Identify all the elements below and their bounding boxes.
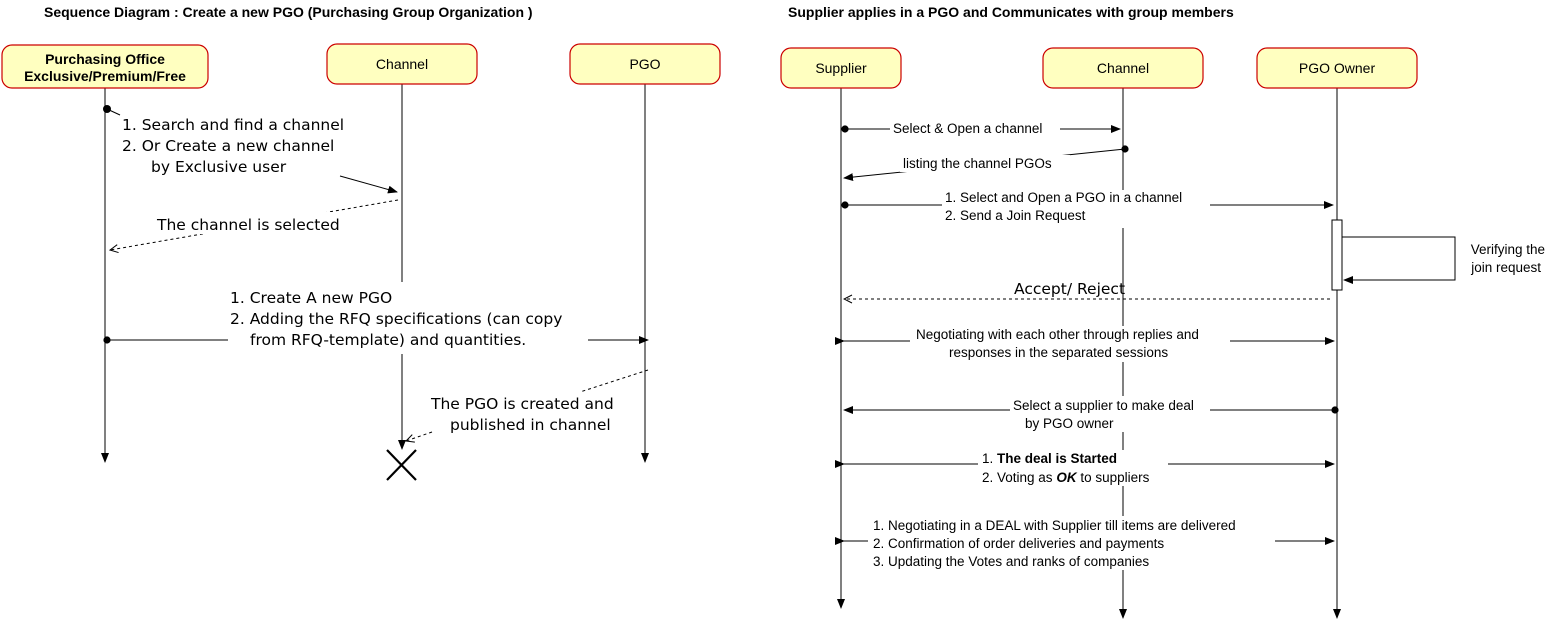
actor-owner-label: PGO Owner bbox=[1299, 60, 1376, 76]
message-final-line2: 2. Confirmation of order deliveries and … bbox=[873, 536, 1164, 551]
message-search-line3: by Exclusive user bbox=[151, 158, 287, 176]
message-select-supplier: Select a supplier to make deal by PGO ow… bbox=[843, 396, 1339, 432]
message-verify-line1: Verifying the bbox=[1471, 242, 1545, 257]
message-vote-suffix: to suppliers bbox=[1077, 470, 1150, 485]
message-create-line1: 1. Create A new PGO bbox=[230, 289, 392, 307]
actor-purchasing-office: Purchasing Office Exclusive/Premium/Free bbox=[1, 44, 209, 89]
actor-channel-left-label: Channel bbox=[376, 56, 428, 72]
owner-activation-bar bbox=[1331, 219, 1343, 291]
right-diagram: Supplier applies in a PGO and Communicat… bbox=[780, 4, 1552, 619]
actor-office-label-line1: Purchasing Office bbox=[45, 51, 165, 67]
right-diagram-title: Supplier applies in a PGO and Communicat… bbox=[788, 4, 1234, 20]
message-vote-ok: OK bbox=[1056, 470, 1078, 485]
message-selected-label: The channel is selected bbox=[156, 216, 340, 234]
message-create-pgo: 1. Create A new PGO 2. Adding the RFQ sp… bbox=[103, 282, 649, 354]
message-created-line2: published in channel bbox=[450, 416, 611, 434]
message-verify-line2: join request bbox=[1470, 260, 1541, 275]
message-search-line2: 2. Or Create a new channel bbox=[122, 137, 334, 155]
message-final-deal: 1. Negotiating in a DEAL with Supplier t… bbox=[835, 516, 1335, 570]
actor-channel-left: Channel bbox=[326, 43, 478, 85]
message-join-line1: 1. Select and Open a PGO in a channel bbox=[945, 190, 1182, 205]
message-join-request: 1. Select and Open a PGO in a channel 2.… bbox=[841, 190, 1334, 228]
actor-supplier-label: Supplier bbox=[815, 60, 867, 76]
message-deal-line1: 1. The deal is Started bbox=[982, 451, 1117, 466]
message-listing-pgos: listing the channel PGOs bbox=[843, 145, 1129, 182]
message-vote-line: 2. Voting as OK to suppliers bbox=[982, 470, 1150, 485]
message-created-line1: The PGO is created and bbox=[430, 395, 614, 413]
message-deal-bold: The deal is Started bbox=[997, 451, 1117, 466]
message-create-line3: from RFQ-template) and quantities. bbox=[250, 331, 526, 349]
actor-pgo: PGO bbox=[569, 43, 721, 85]
actor-pgo-owner: PGO Owner bbox=[1256, 47, 1418, 89]
message-join-line2: 2. Send a Join Request bbox=[945, 208, 1086, 223]
message-listing-label: listing the channel PGOs bbox=[903, 156, 1052, 171]
actor-channel-right: Channel bbox=[1042, 47, 1204, 89]
message-accept-reject: Accept/ Reject bbox=[844, 280, 1330, 299]
message-final-line1: 1. Negotiating in a DEAL with Supplier t… bbox=[873, 518, 1236, 533]
message-verify-request: Verifying the join request bbox=[1342, 236, 1552, 284]
message-accept-label: Accept/ Reject bbox=[1014, 280, 1125, 298]
message-select-line2: by PGO owner bbox=[1025, 416, 1114, 431]
message-deal-prefix: 1. bbox=[982, 451, 997, 466]
actor-channel-right-label: Channel bbox=[1097, 60, 1149, 76]
message-search-channel: 1. Search and find a channel 2. Or Creat… bbox=[103, 105, 398, 194]
message-open-channel-label: Select & Open a channel bbox=[893, 121, 1042, 136]
message-channel-selected: The channel is selected bbox=[110, 199, 399, 250]
message-deal-started: 1. The deal is Started 2. Voting as OK t… bbox=[835, 450, 1335, 486]
channel-destroy-icon bbox=[386, 449, 417, 481]
message-negotiating-line1: Negotiating with each other through repl… bbox=[916, 327, 1199, 342]
left-diagram: Sequence Diagram : Create a new PGO (Pur… bbox=[1, 4, 721, 481]
message-pgo-created: The PGO is created and published in chan… bbox=[406, 369, 649, 441]
actor-pgo-label: PGO bbox=[629, 56, 660, 72]
message-create-line2: 2. Adding the RFQ specifications (can co… bbox=[230, 310, 562, 328]
actor-supplier: Supplier bbox=[780, 47, 902, 89]
message-final-line3: 3. Updating the Votes and ranks of compa… bbox=[873, 554, 1149, 569]
message-search-line1: 1. Search and find a channel bbox=[122, 116, 344, 134]
message-vote-prefix: 2. Voting as bbox=[982, 470, 1056, 485]
message-select-line1: Select a supplier to make deal bbox=[1013, 398, 1194, 413]
message-negotiating-line2: responses in the separated sessions bbox=[949, 345, 1168, 360]
left-diagram-title: Sequence Diagram : Create a new PGO (Pur… bbox=[44, 4, 533, 20]
message-open-channel: Select & Open a channel bbox=[841, 121, 1121, 137]
actor-office-label-line2: Exclusive/Premium/Free bbox=[24, 68, 186, 84]
message-negotiating: Negotiating with each other through repl… bbox=[835, 326, 1335, 362]
